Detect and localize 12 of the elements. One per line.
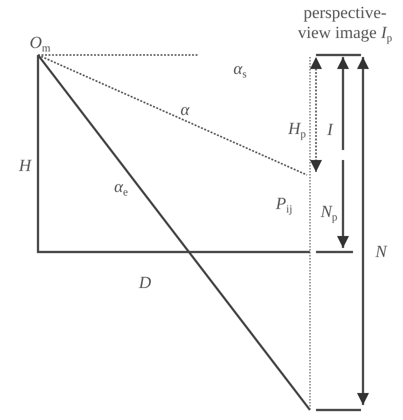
dimension-label: H: [18, 156, 32, 176]
angle-label: α$_{e}$: [114, 177, 128, 199]
point-label: P$_{ij}$: [276, 194, 292, 216]
dimension-label: N: [375, 242, 387, 262]
angle-label: α$_{s}$: [233, 59, 247, 81]
angle-label: α: [180, 100, 190, 120]
caption-text: perspective-view image I$_{p}$: [296, 3, 394, 45]
dimension-label: I: [327, 120, 333, 140]
dimension-label: H$_{p}$: [288, 119, 306, 141]
point-label: O$_{m}$: [30, 33, 50, 55]
dimension-label: N$_{p}$: [320, 202, 338, 224]
dimension-label: D: [138, 273, 152, 293]
